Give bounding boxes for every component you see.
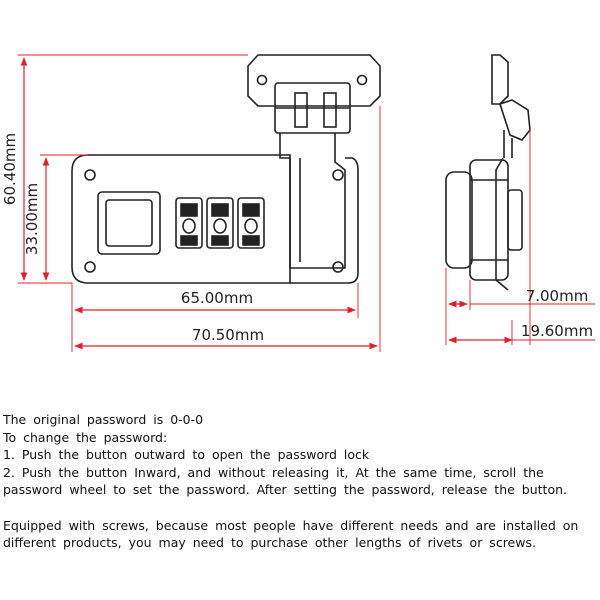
- note-line-4: 2. Push the button Inward, and without r…: [3, 464, 544, 480]
- hasp-arm: [279, 133, 346, 269]
- technical-drawing: 60.40mm 33.00mm 65.00mm 70.50mm 7.00mm 1…: [1, 54, 595, 352]
- wheel-3: [237, 197, 265, 249]
- mounting-hole-right: [356, 74, 368, 86]
- mounting-hole-left: [256, 74, 268, 86]
- dim-label-side-depth: 7.00mm: [526, 287, 589, 305]
- wheel-1: [175, 197, 203, 249]
- note-line-1: The original password is 0-0-0: [3, 412, 204, 427]
- note-line-6: Equipped with screws, because most peopl…: [3, 517, 579, 533]
- hinge-knuckle-left: [294, 92, 308, 128]
- note-line-3: 1. Push the button outward to open the p…: [3, 447, 370, 463]
- side-button: [445, 171, 473, 269]
- lock-body: [71, 154, 291, 284]
- wheel-2: [206, 197, 234, 249]
- dim-label-body-height: 33.00mm: [23, 183, 41, 255]
- dim-label-total-width: 70.50mm: [192, 326, 264, 344]
- front-view: [71, 54, 381, 284]
- note-line-7: different products, you may need to purc…: [3, 535, 536, 551]
- push-button-inner: [105, 199, 153, 247]
- combination-wheels: [175, 197, 265, 249]
- dim-label-body-width: 65.00mm: [181, 289, 253, 307]
- lock-body-right: [290, 157, 359, 284]
- dim-label-side-total-depth: 19.60mm: [521, 322, 593, 340]
- dim-label-total-height: 60.40mm: [1, 133, 19, 205]
- mounting-plate: [247, 54, 381, 107]
- instructions-text: The original password is 0-0-0 To change…: [3, 411, 597, 552]
- note-line-5: password wheel to set the password. Afte…: [3, 482, 567, 498]
- push-button-outer: [97, 191, 161, 255]
- side-body: [469, 159, 509, 281]
- screw-bottom-left: [84, 261, 96, 273]
- screw-top-right: [332, 169, 344, 181]
- hinge-knuckle-right: [323, 92, 337, 128]
- side-view: [445, 54, 531, 291]
- note-line-2: To change the password:: [3, 429, 168, 445]
- screw-top-left: [84, 169, 96, 181]
- dimension-lines: [18, 54, 595, 352]
- screw-bottom-right: [332, 261, 344, 273]
